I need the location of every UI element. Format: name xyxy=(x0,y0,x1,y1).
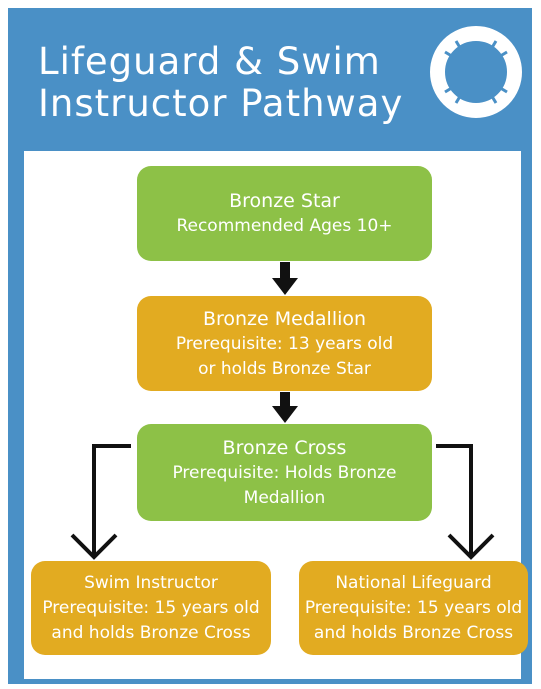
node-text: and holds Bronze Cross xyxy=(51,623,251,643)
node-text: and holds Bronze Cross xyxy=(313,623,514,643)
node-title: National Lifeguard xyxy=(335,573,492,593)
node-bronze-cross: Bronze Cross Prerequisite: Holds Bronze … xyxy=(137,424,432,521)
node-text: Prerequisite: 13 years old xyxy=(175,333,394,354)
node-bronze-star: Bronze Star Recommended Ages 10+ xyxy=(137,166,432,261)
node-text: or holds Bronze Star xyxy=(198,358,371,379)
arrow-cross-to-swim-instructor xyxy=(70,444,131,560)
node-text: Recommended Ages 10+ xyxy=(176,216,393,236)
node-swim-instructor: Swim Instructor Prerequisite: 15 years o… xyxy=(31,561,271,655)
node-bronze-medallion: Bronze Medallion Prerequisite: 13 years … xyxy=(137,296,432,391)
node-title: Bronze Star xyxy=(229,190,340,212)
arrow-cross-to-lifeguard xyxy=(436,444,495,560)
page-title: Lifeguard & Swim Instructor Pathway xyxy=(38,41,403,125)
node-text: Prerequisite: 15 years old xyxy=(42,598,260,618)
title-line-2: Instructor Pathway xyxy=(38,82,404,125)
node-text: Prerequisite: Holds Bronze xyxy=(172,462,397,483)
node-title: Bronze Medallion xyxy=(202,307,367,330)
node-text: Prerequisite: 15 years old xyxy=(304,598,523,618)
node-title: Bronze Cross xyxy=(222,436,347,459)
life-ring-icon xyxy=(430,26,522,118)
arrow-star-to-medallion xyxy=(272,262,298,295)
node-text: Medallion xyxy=(243,487,326,508)
node-national-lifeguard: National Lifeguard Prerequisite: 15 year… xyxy=(299,561,528,655)
arrow-medallion-to-cross xyxy=(272,392,298,423)
title-line-1: Lifeguard & Swim xyxy=(38,40,381,83)
node-title: Swim Instructor xyxy=(84,573,218,593)
